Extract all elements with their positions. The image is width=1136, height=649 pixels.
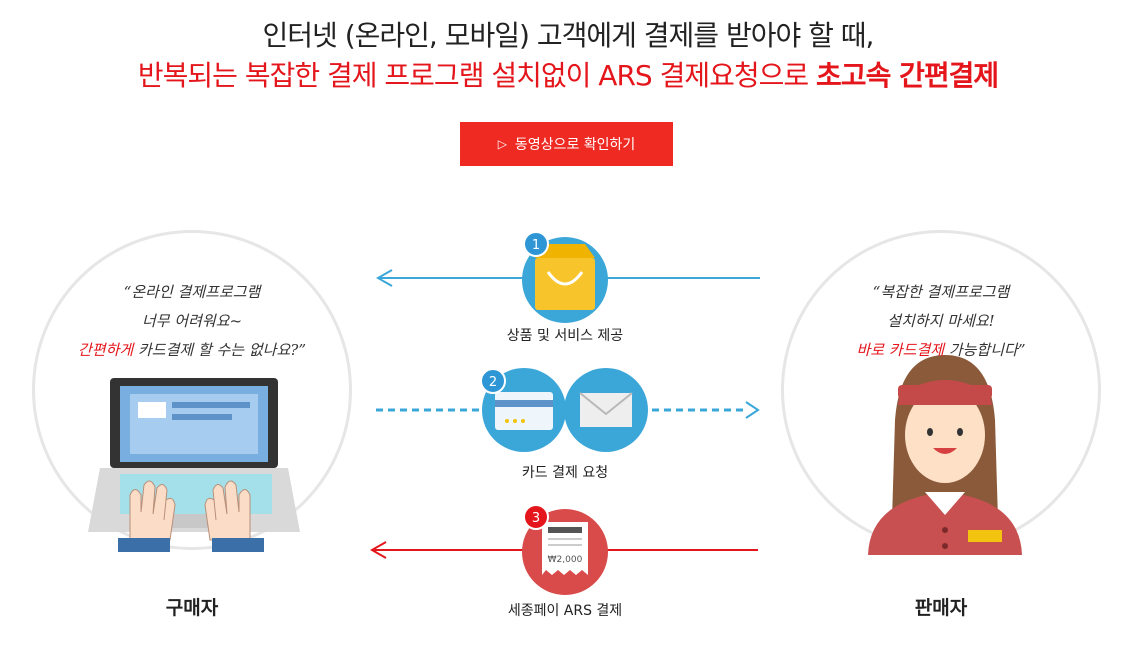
watch-video-label: 동영상으로 확인하기	[514, 137, 636, 153]
step-2-number: 2	[489, 375, 497, 390]
buyer-quote-line1: “온라인 결제프로그램	[123, 283, 261, 301]
seller-quote-line3-rest: 가능합니다”	[944, 341, 1026, 359]
step-1-label: 상품 및 서비스 제공	[506, 328, 624, 344]
buyer-quote: “온라인 결제프로그램 너무 어려워요~ 간편하게 카드결제 할 수는 없나요?…	[32, 278, 352, 365]
buyer-quote-highlight: 간편하게	[78, 341, 134, 359]
step-2-badge	[480, 368, 506, 394]
seller-label: 판매자	[914, 597, 968, 619]
seller-quote: “복잡한 결제프로그램 설치하지 마세요! 바로 카드결제 가능합니다”	[781, 278, 1101, 365]
seller-quote-highlight: 바로 카드결제	[856, 341, 945, 359]
step-2-label: 카드 결제 요청	[521, 465, 609, 481]
shopping-bag-icon	[522, 237, 608, 323]
headline-line1: 인터넷 (온라인, 모바일) 고객에게 결제를 받아야 할 때,	[262, 19, 875, 52]
envelope-icon	[564, 368, 648, 452]
play-outline-icon: ▷	[497, 137, 507, 151]
step-3-number: 3	[532, 511, 540, 526]
step-3-label: 세종페이 ARS 결제	[507, 603, 623, 619]
seller-quote-line1: “복잡한 결제프로그램	[872, 283, 1010, 301]
seller-quote-line2: 설치하지 마세요!	[887, 312, 995, 330]
seller-person-icon	[868, 355, 1022, 555]
headline-line2: 반복되는 복잡한 결제 프로그램 설치없이 ARS 결제요청으로 초고속 간편결…	[0, 54, 1136, 94]
buyer-quote-line2: 너무 어려워요~	[141, 312, 243, 330]
step-1-badge	[523, 231, 549, 257]
step-3-badge	[523, 504, 549, 530]
buyer-label: 구매자	[165, 597, 219, 619]
buyer-quote-line3-rest: 카드결제 할 수는 없나요?”	[133, 341, 306, 359]
headline-emphasis: 초고속 간편결제	[816, 59, 999, 92]
step-1-number: 1	[532, 238, 540, 253]
headline-line2-prefix: 반복되는 복잡한 결제 프로그램 설치없이 ARS 결제요청으로	[137, 59, 817, 92]
receipt-icon	[522, 509, 608, 595]
receipt-amount: ₩2,000	[548, 555, 583, 565]
watch-video-button[interactable]: ▷ 동영상으로 확인하기	[460, 122, 673, 166]
buyer-quote-line3: 간편하게 카드결제 할 수는 없나요?”	[32, 336, 352, 365]
seller-quote-line3: 바로 카드결제 가능합니다”	[781, 336, 1101, 365]
hands-icon	[118, 480, 264, 552]
laptop-icon	[88, 378, 300, 532]
